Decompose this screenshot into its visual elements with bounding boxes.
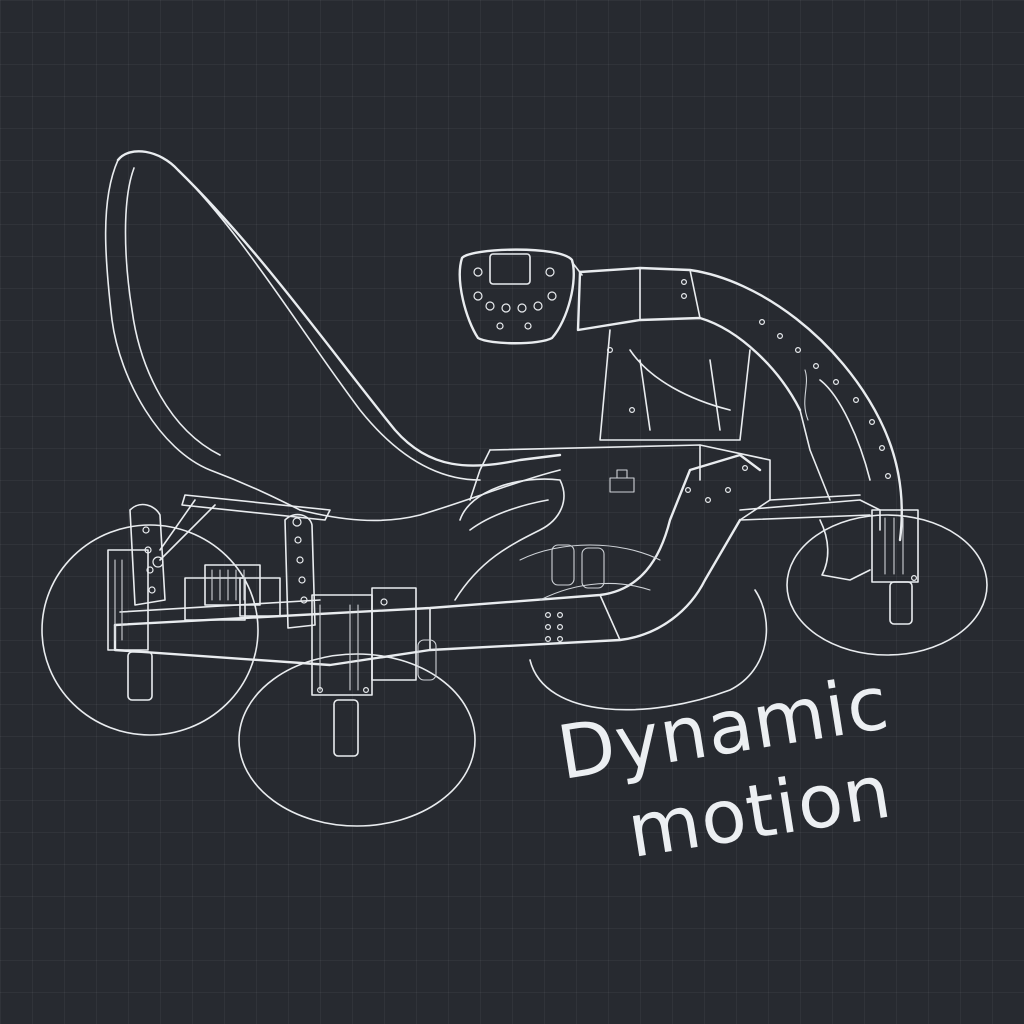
wheel-column bbox=[576, 266, 903, 542]
actuator-rear-left bbox=[417, 639, 437, 681]
steering-wheel bbox=[458, 248, 583, 345]
pedal-assembly bbox=[129, 494, 331, 629]
rear-right-footprint bbox=[786, 514, 988, 656]
pedal-motor bbox=[184, 577, 246, 621]
front-right-footprint bbox=[238, 653, 476, 827]
rear-left-footprint bbox=[529, 589, 768, 711]
bucket-seat bbox=[104, 150, 565, 601]
front-left-footprint bbox=[41, 524, 259, 736]
pedal-right bbox=[284, 513, 316, 629]
actuator-front-right bbox=[311, 594, 373, 696]
actuators bbox=[107, 509, 919, 757]
chassis-frame bbox=[113, 444, 881, 667]
wheel-display bbox=[489, 253, 531, 285]
pedal-left bbox=[129, 503, 166, 606]
motion-footprints bbox=[41, 514, 988, 827]
actuator-front-left bbox=[107, 549, 149, 651]
actuator-rear-right bbox=[871, 509, 919, 583]
